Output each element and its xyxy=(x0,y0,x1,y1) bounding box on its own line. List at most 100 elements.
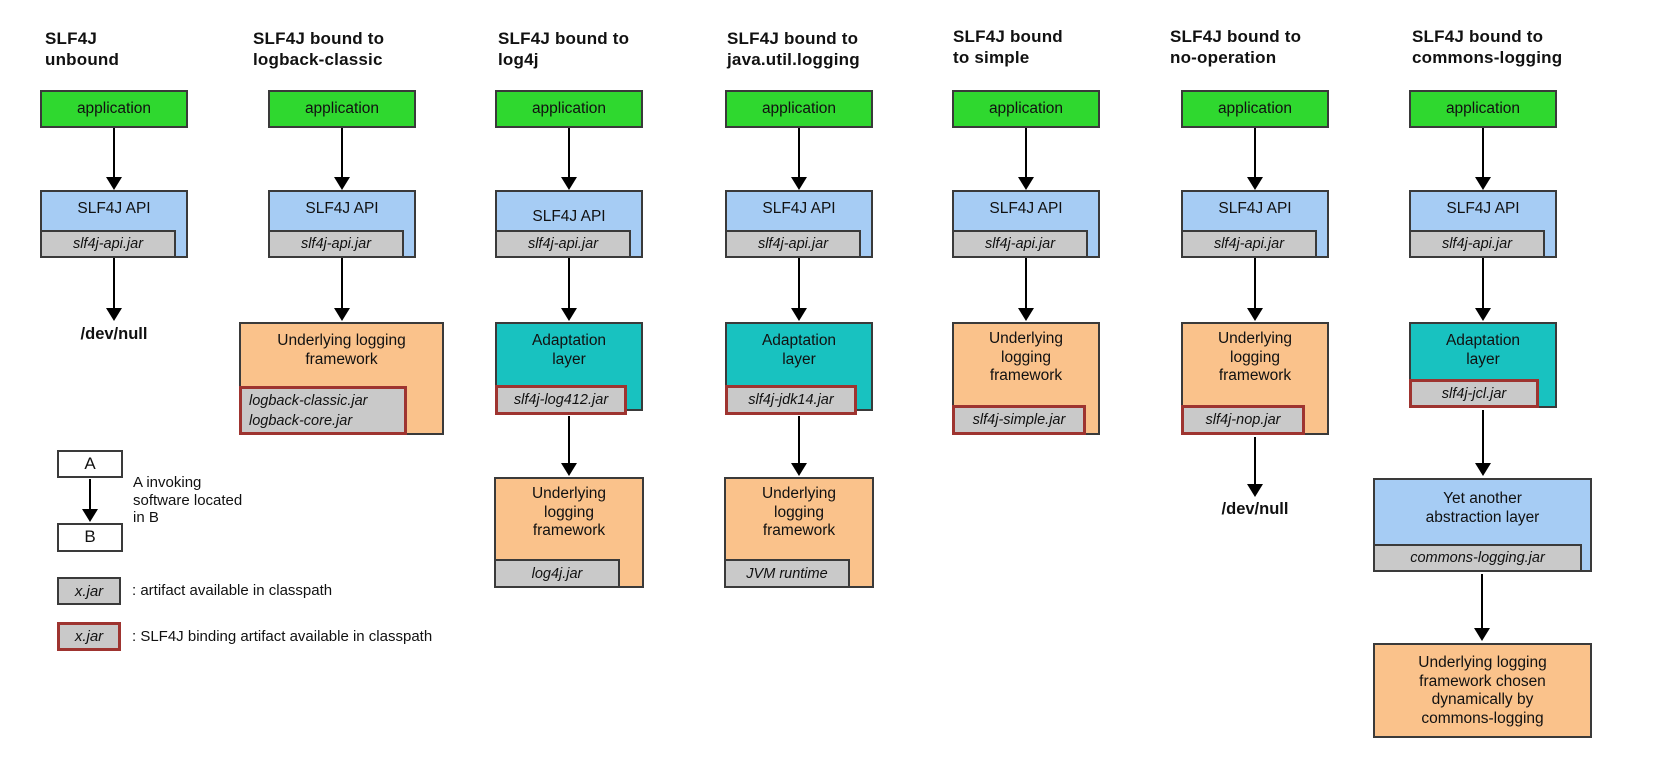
column-title: SLF4J bound to no-operation xyxy=(1170,27,1302,67)
jar-text: slf4j-simple.jar xyxy=(972,412,1066,428)
binding-jar-label: slf4j-nop.jar xyxy=(1181,405,1305,435)
arrow-down xyxy=(791,258,807,321)
arrow-down xyxy=(1018,128,1034,190)
framework-box: Underlying logging framework slf4j-nop.j… xyxy=(1181,322,1329,435)
arrow-down xyxy=(791,128,807,190)
column-title: SLF4J bound to log4j xyxy=(498,29,630,69)
framework-label: Underlying logging framework xyxy=(988,330,1064,384)
adaptation-layer-label: Adaptation layer xyxy=(1445,332,1521,368)
slf4j-api-label: SLF4J API xyxy=(532,208,606,225)
arrow-down xyxy=(106,128,122,190)
jar-text: slf4j-api.jar xyxy=(300,236,372,252)
arrow-down xyxy=(1475,258,1491,321)
jar-text: slf4j-api.jar xyxy=(527,236,599,252)
slf4j-api-box: SLF4J API slf4j-api.jar xyxy=(1409,190,1557,258)
jar-text: slf4j-jcl.jar xyxy=(1441,385,1507,402)
column-title: SLF4J bound to commons-logging xyxy=(1412,27,1563,67)
api-jar-label: slf4j-api.jar xyxy=(725,230,861,258)
arrow-down xyxy=(1247,128,1263,190)
application-label: application xyxy=(1217,100,1293,117)
jar-text: commons-logging.jar xyxy=(1410,550,1545,566)
arrow-down xyxy=(1247,437,1263,497)
api-jar-label: slf4j-api.jar xyxy=(1181,230,1317,258)
jar-text: x.jar xyxy=(74,628,104,645)
jar-text: slf4j-api.jar xyxy=(757,236,829,252)
jar-text: log4j.jar xyxy=(531,565,583,582)
api-jar-label: slf4j-api.jar xyxy=(268,230,404,258)
api-jar-label: slf4j-api.jar xyxy=(40,230,176,258)
slf4j-api-box: SLF4J API slf4j-api.jar xyxy=(495,190,643,258)
slf4j-api-label: SLF4J API xyxy=(1218,200,1292,217)
slf4j-api-label: SLF4J API xyxy=(1446,200,1520,217)
binding-jar-label: slf4j-log412.jar xyxy=(495,385,627,415)
adaptation-layer-label: Adaptation layer xyxy=(761,332,837,368)
slf4j-api-box: SLF4J API slf4j-api.jar xyxy=(725,190,873,258)
slf4j-api-box: SLF4J API slf4j-api.jar xyxy=(268,190,416,258)
legend-invoke-caption: A invoking software located in B xyxy=(133,474,243,526)
application-label: application xyxy=(1445,100,1521,117)
jar-text: x.jar xyxy=(74,582,104,600)
binding-jar-label: slf4j-jcl.jar xyxy=(1409,379,1539,408)
abstraction-layer-label: Yet another abstraction layer xyxy=(1425,490,1540,526)
framework-label: Underlying logging framework chosen dyna… xyxy=(1418,654,1547,727)
adaptation-layer-label: Adaptation layer xyxy=(531,332,607,368)
arrow-down xyxy=(82,479,98,522)
legend-box-b-label: B xyxy=(84,527,96,546)
legend-binding-jar: x.jar xyxy=(57,622,121,651)
api-jar-label: slf4j-api.jar xyxy=(495,230,631,258)
arrow-down xyxy=(1018,258,1034,321)
framework-box: Underlying logging framework log4j.jar xyxy=(494,477,644,588)
column-title: SLF4J bound to simple xyxy=(953,27,1063,67)
binding-jar-label: logback-classic.jar logback-core.jar xyxy=(239,386,407,435)
framework-label: Underlying logging framework xyxy=(1217,330,1293,384)
binding-jar-label: slf4j-simple.jar xyxy=(952,405,1086,435)
adaptation-layer-box: Adaptation layer slf4j-log412.jar xyxy=(495,322,643,415)
slf4j-api-box: SLF4J API slf4j-api.jar xyxy=(1181,190,1329,258)
arrow-down xyxy=(791,416,807,476)
application-label: application xyxy=(761,100,837,117)
framework-box: Underlying logging framework chosen dyna… xyxy=(1373,643,1592,738)
legend-artifact-caption: : artifact available in classpath xyxy=(132,582,333,599)
arrow-down xyxy=(334,258,350,321)
arrow-down xyxy=(334,128,350,190)
arrow-down xyxy=(1247,258,1263,321)
column-title: SLF4J unbound xyxy=(45,29,120,69)
slf4j-api-label: SLF4J API xyxy=(762,200,836,217)
legend-artifact-jar: x.jar xyxy=(57,577,121,605)
slf4j-api-label xyxy=(497,192,641,200)
framework-label: Underlying logging framework xyxy=(277,332,406,368)
arrow-down xyxy=(561,128,577,190)
jar-text: slf4j-nop.jar xyxy=(1205,412,1281,428)
legend-box-a-label: A xyxy=(84,454,96,473)
jar-text: slf4j-api.jar xyxy=(984,236,1056,252)
column-title: SLF4J bound to logback-classic xyxy=(253,29,385,69)
application-label: application xyxy=(304,100,380,117)
slf4j-api-label: SLF4J API xyxy=(305,200,379,217)
framework-box: Underlying logging framework slf4j-simpl… xyxy=(952,322,1100,435)
adaptation-layer-box: Adaptation layer slf4j-jcl.jar xyxy=(1409,322,1557,408)
jar-text: slf4j-api.jar xyxy=(1441,236,1513,252)
devnull-label: /dev/null xyxy=(1221,500,1289,518)
application-box: application xyxy=(952,90,1100,128)
arrow-down xyxy=(1475,128,1491,190)
binding-jar-label: slf4j-jdk14.jar xyxy=(725,385,857,415)
abstraction-layer-box: Yet another abstraction layer commons-lo… xyxy=(1373,478,1592,572)
legend-binding-caption: : SLF4J binding artifact available in cl… xyxy=(132,628,433,645)
framework-label: Underlying logging framework xyxy=(761,485,837,539)
legend-box-a: A xyxy=(57,450,123,478)
application-label: application xyxy=(76,100,152,117)
arrow-down xyxy=(106,258,122,321)
jar-text: JVM runtime xyxy=(746,565,828,582)
jar-text: slf4j-api.jar xyxy=(1213,236,1285,252)
application-label: application xyxy=(531,100,607,117)
api-jar-label: slf4j-api.jar xyxy=(952,230,1088,258)
adaptation-layer-box: Adaptation layer slf4j-jdk14.jar xyxy=(725,322,873,415)
arrow-down xyxy=(1475,410,1491,476)
column-title: SLF4J bound to java.util.logging xyxy=(727,29,860,69)
jar-text: slf4j-log412.jar xyxy=(513,392,609,408)
slf4j-api-label: SLF4J API xyxy=(989,200,1063,217)
slf4j-api-box: SLF4J API slf4j-api.jar xyxy=(952,190,1100,258)
arrow-down xyxy=(561,258,577,321)
framework-jar-label: JVM runtime xyxy=(724,559,850,588)
